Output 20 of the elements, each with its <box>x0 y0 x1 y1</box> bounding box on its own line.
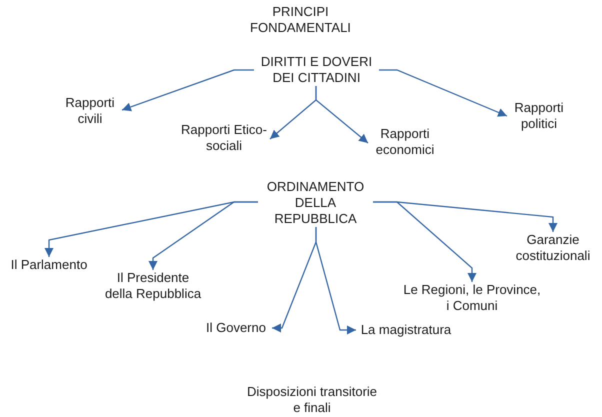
node-label: Rapporti Etico-sociali <box>180 122 268 154</box>
node-label: Disposizioni transitorie e finali <box>246 384 378 416</box>
node-label: Il Governo <box>206 320 266 336</box>
arrow <box>379 69 508 117</box>
arrow <box>122 69 254 112</box>
node-label: PRINCIPI FONDAMENTALI <box>249 4 352 36</box>
node-label: Garanzie costituzionali <box>514 232 592 264</box>
arrow <box>315 86 368 144</box>
arrow <box>148 201 258 270</box>
node-label: ORDINAMENTO DELLA REPUBBLICA <box>266 179 366 227</box>
node-label: Le Regioni, le Province, i Comuni <box>402 282 542 314</box>
arrow <box>373 201 558 232</box>
node-label: Rapporti economici <box>374 126 436 158</box>
node-label: Rapporti civili <box>64 95 116 127</box>
node-label: Il Parlamento <box>10 257 88 273</box>
arrow <box>315 227 356 334</box>
node-label: Il Presidente della Repubblica <box>104 270 202 302</box>
node-label: DIRITTI E DOVERI DEI CITTADINI <box>260 54 374 86</box>
node-label: La magistratura <box>360 322 452 338</box>
node-label: Rapporti politici <box>513 100 565 132</box>
